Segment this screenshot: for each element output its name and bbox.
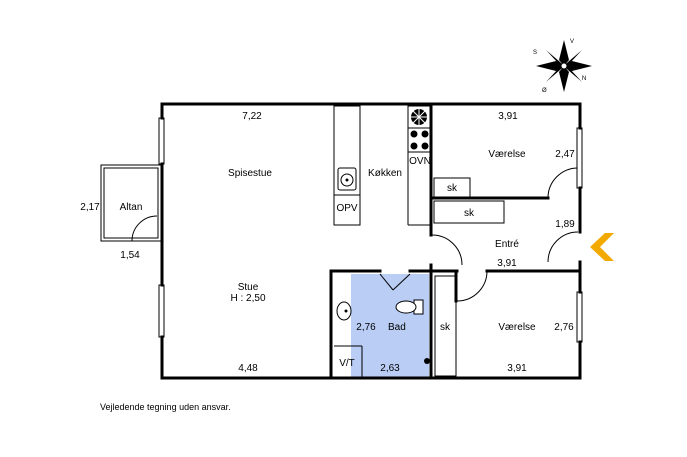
room-label-stue-height: H : 2,50 [230,293,265,304]
walls [160,102,582,380]
compass-label-n: N [582,76,586,82]
dim-vaerelse-bottom-width: 3,91 [507,363,527,374]
hood-fan-icon [411,109,427,125]
compass-label-o: Ø [542,88,547,94]
fixture-label-sk-top: sk [447,183,458,194]
dim-vaerelse-top-width: 3,91 [498,111,518,122]
kitchen-sink-icon [337,167,357,191]
dim-stue-width: 4,48 [238,363,258,374]
fixture-label-opv: OPV [336,203,357,214]
dim-entre-width: 3,91 [497,258,517,269]
dim-entre-depth: 1,89 [555,219,575,230]
compass-label-s: S [533,50,537,56]
disclaimer-text: Vejledende tegning uden ansvar. [100,402,231,412]
entrance-arrow-icon [590,233,614,261]
room-label-vaerelse-top: Værelse [488,149,526,160]
room-label-vaerelse-bottom: Værelse [498,322,536,333]
room-label-spisestue: Spisestue [228,168,272,179]
fixture-label-sk-middle: sk [464,208,475,219]
compass-label-v: V [570,39,574,45]
compass-icon [536,40,592,92]
dim-top-width: 7,22 [242,111,262,122]
room-label-stue: Stue [238,282,259,293]
dim-bad-depth: 2,76 [356,322,376,333]
room-label-koekken: Køkken [368,168,402,179]
drain-icon [424,358,430,364]
room-label-entre: Entré [495,239,519,250]
bathroom-floor [351,274,429,377]
room-label-bad: Bad [388,322,406,333]
dim-bad-width: 2,63 [380,363,400,374]
dim-altan-width: 1,54 [120,250,140,261]
fixture-label-vt: V/T [339,358,355,369]
dim-altan-height: 2,17 [80,202,100,213]
dim-vaerelse-top-depth: 2,47 [555,149,575,160]
bathroom-sink-icon [336,301,352,321]
fixture-label-ovn: OVN [409,156,431,167]
stove-burners [410,130,429,150]
toilet-icon [395,299,424,315]
fixture-label-sk-bottom: sk [440,322,451,333]
room-label-altan: Altan [120,202,143,213]
dim-vaerelse-bottom-depth: 2,76 [554,322,574,333]
